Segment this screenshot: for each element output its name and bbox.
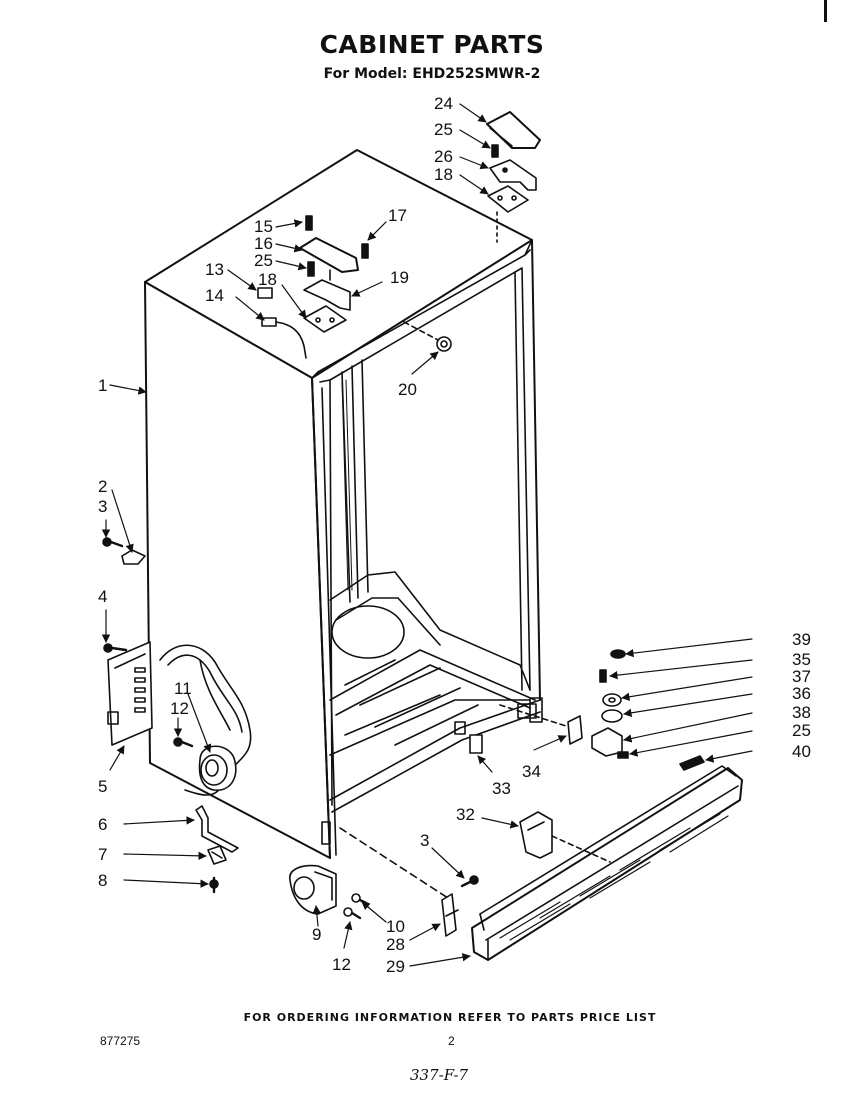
part-14-wire-harness	[261, 317, 307, 359]
callout-6: 6	[98, 815, 107, 834]
model-line: For Model: EHD252SMWR-2	[323, 66, 541, 82]
callout-19: 19	[390, 268, 409, 287]
part-19-hinge	[303, 269, 351, 311]
part-4-screw	[103, 643, 128, 653]
part-3-screw-lower	[460, 875, 479, 888]
callout-25-right: 25	[792, 721, 811, 740]
part-18-shim-left	[303, 305, 347, 333]
callout-36: 36	[792, 684, 811, 703]
part-20-plug-button	[436, 336, 452, 352]
callout-39: 39	[792, 630, 811, 649]
part-8-screw	[209, 876, 219, 894]
callout-24: 24	[434, 94, 453, 113]
part-24-hinge-cover	[486, 111, 541, 149]
part-2-clip	[121, 549, 146, 565]
document-number: 877275	[100, 1034, 141, 1048]
part-9-lower-hinge	[289, 864, 337, 915]
callout-3-upper: 3	[98, 497, 107, 516]
part-10-screw	[351, 893, 370, 906]
callout-33: 33	[492, 779, 511, 798]
callout-10: 10	[386, 917, 405, 936]
callout-25-top: 25	[434, 120, 453, 139]
part-25-screw-lower	[617, 751, 629, 759]
part-6-tube	[195, 805, 239, 853]
callout-40: 40	[792, 742, 811, 761]
callout-20: 20	[398, 380, 417, 399]
part-25-screw-left	[307, 261, 315, 277]
callout-9: 9	[312, 925, 321, 944]
part-11-damper	[198, 745, 237, 791]
part-36-spacer	[601, 709, 623, 723]
callout-14: 14	[205, 286, 224, 305]
callout-37: 37	[792, 667, 811, 686]
power-cord-back	[159, 644, 252, 796]
part-12-screw-upper	[173, 737, 194, 748]
part-29-toe-grille	[471, 765, 743, 961]
callout-29: 29	[386, 957, 405, 976]
callout-labels: 1 2 3 3 4 5 6 7 8 9 10 11 12 12 13 14 15…	[98, 94, 811, 976]
callout-17: 17	[388, 206, 407, 225]
callout-32: 32	[456, 805, 475, 824]
scan-edge-mark	[824, 0, 827, 22]
part-33-bracket	[469, 734, 483, 754]
part-5-bracket	[107, 641, 153, 746]
part-20-leader	[403, 321, 439, 341]
part-25-screw-top	[491, 144, 499, 158]
callout-1: 1	[98, 376, 107, 395]
callout-38: 38	[792, 703, 811, 722]
callout-12-lower: 12	[332, 955, 351, 974]
lower-bracket-leader	[499, 704, 567, 727]
part-7-clamp	[207, 845, 227, 865]
part-17-screw	[361, 243, 369, 259]
inner-wall-shading	[341, 379, 353, 591]
part-26-upper-hinge	[489, 159, 537, 191]
page-number: 2	[448, 1034, 455, 1048]
part-32-leader	[551, 835, 611, 863]
part-13-connector	[257, 287, 273, 299]
callout-18-top: 18	[434, 165, 453, 184]
callout-12-upper: 12	[170, 699, 189, 718]
callout-35: 35	[792, 650, 811, 669]
page-title: CABINET PARTS	[319, 30, 545, 59]
callout-18-left: 18	[258, 270, 277, 289]
part-35-screw	[599, 669, 607, 683]
callout-8: 8	[98, 871, 107, 890]
callout-26: 26	[434, 147, 453, 166]
callout-15: 15	[254, 217, 273, 236]
leader-lines	[101, 103, 753, 967]
callout-7: 7	[98, 845, 107, 864]
grille-leader	[339, 827, 449, 899]
part-12-screw-lower	[343, 907, 362, 920]
callout-5: 5	[98, 777, 107, 796]
part-37-bushing	[602, 693, 622, 707]
part-15-screw	[305, 215, 313, 231]
part-16-hinge-cover	[299, 237, 359, 273]
callout-4: 4	[98, 587, 107, 606]
cabinet-top-edge	[311, 239, 533, 379]
callout-28: 28	[386, 935, 405, 954]
handwritten-reference: 337-F-7	[410, 1066, 469, 1084]
callout-16: 16	[254, 234, 273, 253]
part-3-screw-left	[102, 537, 124, 548]
ordering-note: FOR ORDERING INFORMATION REFER TO PARTS …	[243, 1011, 657, 1024]
callout-34: 34	[522, 762, 541, 781]
part-40-clip	[679, 755, 705, 771]
callout-11: 11	[174, 679, 192, 698]
callout-3-lower: 3	[420, 831, 429, 850]
part-34-plate	[567, 715, 583, 745]
part-32-bracket	[519, 811, 553, 859]
part-39-washer	[610, 649, 626, 659]
callout-2: 2	[98, 477, 107, 496]
callout-13: 13	[205, 260, 224, 279]
part-18-shim-top	[487, 185, 529, 213]
callout-25-left: 25	[254, 251, 273, 270]
part-28-bracket	[441, 893, 459, 937]
